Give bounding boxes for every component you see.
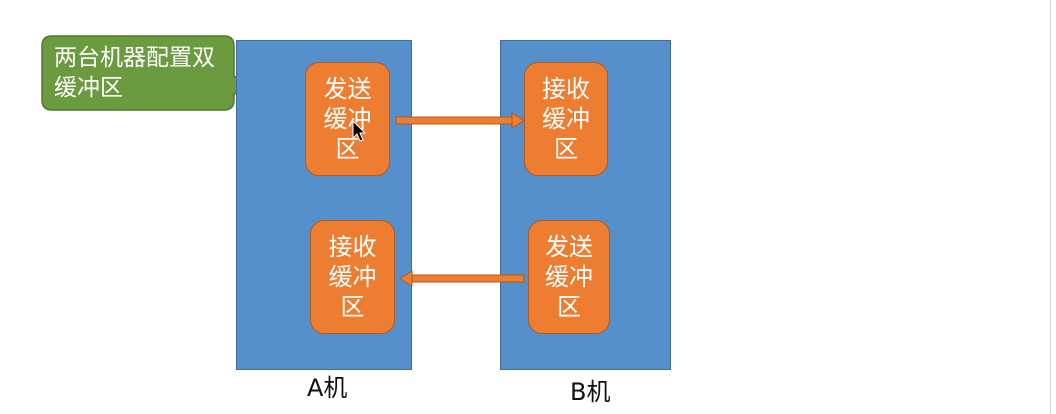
mouse-pointer-icon <box>352 119 367 142</box>
machine-b-send-buffer: 发送缓冲区 <box>528 220 610 334</box>
machine-b-receive-buffer: 接收缓冲区 <box>524 62 608 176</box>
machine-a-label: A机 <box>307 374 348 402</box>
callout-text: 两台机器配置双缓冲区 <box>54 45 215 101</box>
arrow-b-to-a <box>399 270 525 287</box>
machine-b-receive-buffer-label: 接收缓冲区 <box>542 75 590 163</box>
machine-b-label: B机 <box>570 378 611 406</box>
machine-b-send-buffer-label: 发送缓冲区 <box>545 233 593 321</box>
machine-a-receive-buffer-label: 接收缓冲区 <box>328 233 377 321</box>
machine-a-send-buffer: 发送缓冲区 <box>305 62 390 176</box>
machine-a-receive-buffer: 接收缓冲区 <box>310 220 395 334</box>
machine-a-send-buffer-label: 发送缓冲区 <box>323 75 372 163</box>
window-edge <box>1050 0 1051 414</box>
arrow-a-to-b <box>395 112 525 129</box>
